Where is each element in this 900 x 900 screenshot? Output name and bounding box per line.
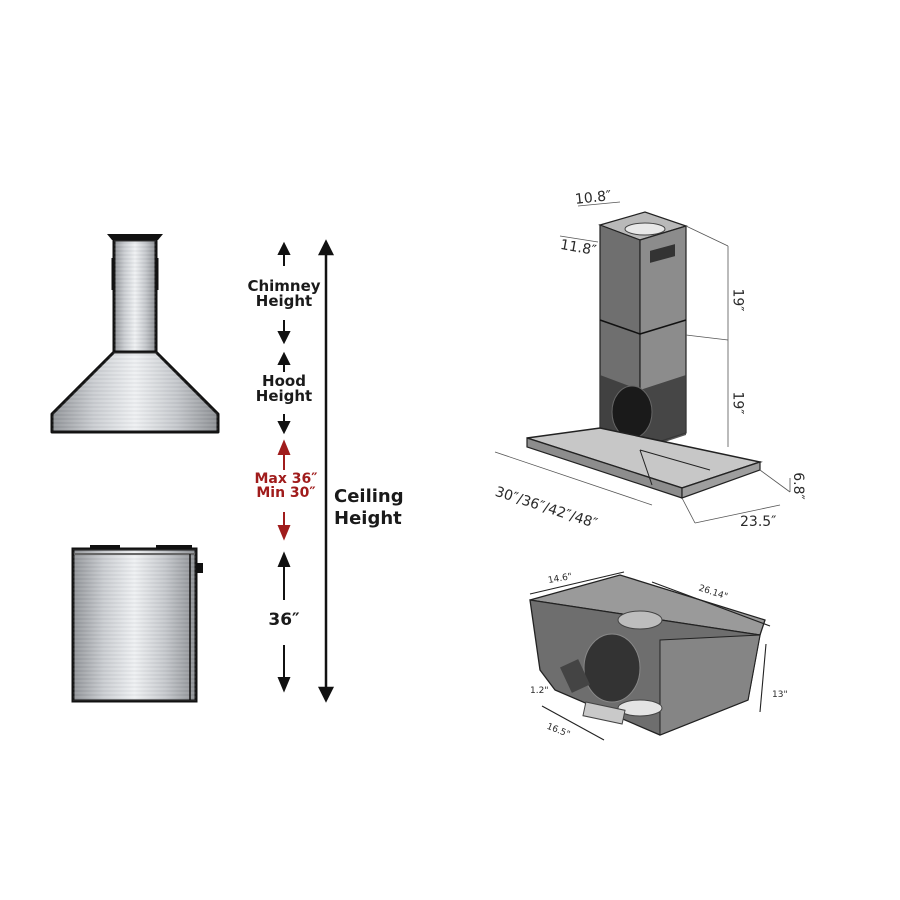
ceiling-height-label: Ceiling Height: [334, 486, 414, 529]
chimney-height-line2: Height: [255, 292, 313, 310]
hood-height-line1: Hood: [262, 372, 306, 390]
clearance-label: Max 36″ Min 30″: [244, 472, 328, 500]
ceiling-height-arrow: [317, 239, 335, 703]
clearance-arrows: [277, 439, 291, 541]
ceiling-height-line2: Height: [334, 507, 402, 529]
chimney-height-label: Chimney Height: [244, 279, 324, 309]
hood-height-arrows: [277, 351, 291, 435]
dim-upper-chimney: 19″: [729, 288, 746, 312]
ceiling-height-line1: Ceiling: [334, 486, 404, 507]
clearance-min: Min 30″: [256, 485, 316, 501]
hood-height-label: Hood Height: [244, 374, 324, 404]
island-hood-3d-drawing: [494, 201, 791, 741]
dim-hood-thickness: 6.8″: [789, 472, 806, 500]
dim-blower-bracket: 1.2": [530, 686, 549, 696]
range-hood-silhouette: [50, 234, 220, 434]
clearance-max: Max 36″: [254, 471, 318, 487]
dim-lower-chimney: 19″: [729, 391, 746, 415]
dim-blower-height: 13": [772, 690, 788, 700]
chimney-height-line1: Chimney: [247, 277, 321, 295]
chimney-height-arrows: [277, 241, 291, 345]
counter-height-label: 36″: [268, 610, 300, 630]
counter-height-arrows: [277, 551, 291, 693]
dim-hood-depth: 23.5″: [740, 514, 777, 530]
range-silhouette: [71, 545, 203, 703]
hood-height-line2: Height: [255, 387, 313, 405]
